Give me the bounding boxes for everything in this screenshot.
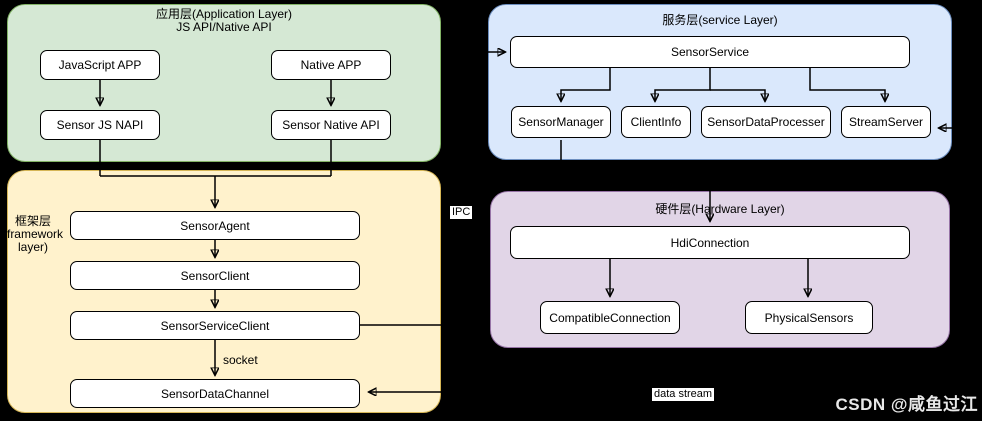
framework-layer-title-line2: (framework <box>2 227 63 241</box>
node-sensor-service: SensorService <box>510 36 910 68</box>
node-sensor-agent: SensorAgent <box>70 211 360 240</box>
node-physical-sensors: PhysicalSensors <box>745 301 873 334</box>
node-client-info: ClientInfo <box>621 106 691 138</box>
node-javascript-app: JavaScript APP <box>40 50 160 80</box>
node-compatible-connection: CompatibleConnection <box>540 301 680 334</box>
framework-layer-title-line3: layer) <box>17 240 48 254</box>
application-layer-title-line2: JS API/Native API <box>176 20 272 34</box>
node-sensor-js-napi: Sensor JS NAPI <box>40 110 160 140</box>
node-sensor-data-processer: SensorDataProcesser <box>701 106 831 138</box>
application-layer-title: 应用层(Application Layer) JS API/Native API <box>7 8 441 34</box>
framework-layer-title: 框架层 (framework layer) <box>1 215 65 254</box>
framework-layer-title-line1: 框架层 <box>14 214 51 228</box>
ipc-label: IPC <box>450 206 473 219</box>
node-hdi-connection: HdiConnection <box>510 226 910 259</box>
application-layer-title-line1: 应用层(Application Layer) <box>155 7 293 21</box>
hardware-layer-title: 硬件层(Hardware Layer) <box>655 202 785 216</box>
node-sensor-data-channel: SensorDataChannel <box>70 379 360 408</box>
service-layer-title: 服务层(service Layer) <box>662 13 778 27</box>
socket-label: socket <box>223 353 258 367</box>
node-sensor-native-api: Sensor Native API <box>271 110 391 140</box>
framework-layer-card <box>7 170 441 413</box>
node-sensor-client: SensorClient <box>70 261 360 290</box>
node-native-app: Native APP <box>271 50 391 80</box>
node-sensor-manager: SensorManager <box>511 106 611 138</box>
node-stream-server: StreamServer <box>841 106 931 138</box>
csdn-watermark: CSDN @咸鱼过江 <box>835 395 978 414</box>
data-stream-label: data stream <box>652 388 715 401</box>
node-sensor-service-client: SensorServiceClient <box>70 311 360 340</box>
